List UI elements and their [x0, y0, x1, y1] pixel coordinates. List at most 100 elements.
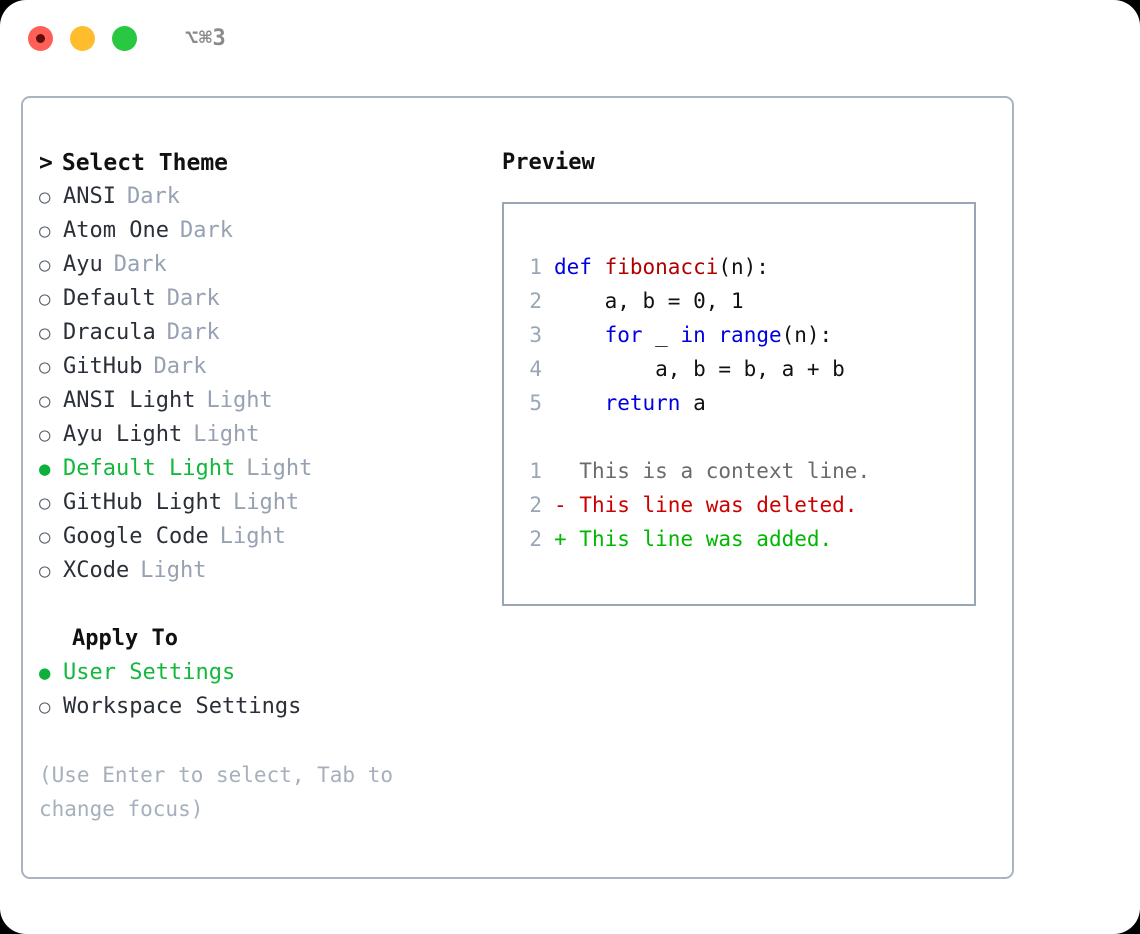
- theme-option-label: Atom One: [63, 218, 169, 243]
- theme-variant-tag: Light: [140, 558, 207, 583]
- code-token: a: [680, 391, 706, 415]
- theme-variant-tag: Light: [193, 422, 260, 447]
- code-line: 3 for _ in range(n):: [518, 318, 974, 352]
- line-number: 2: [529, 527, 542, 551]
- apply-to-option-workspace-settings[interactable]: ○Workspace Settings: [39, 690, 499, 724]
- code-token: _: [642, 323, 681, 347]
- radio-unselected-icon: ○: [39, 186, 51, 208]
- diff-text: This line was deleted.: [566, 493, 858, 517]
- line-number: 3: [529, 323, 542, 347]
- theme-option-ayu-light[interactable]: ○ Ayu Light Light: [39, 418, 499, 452]
- close-button[interactable]: [28, 25, 53, 51]
- radio-unselected-icon: ○: [39, 560, 51, 582]
- minimize-button[interactable]: [70, 25, 95, 51]
- theme-option-ansi-light[interactable]: ○ ANSI Light Light: [39, 384, 499, 418]
- window-titlebar: ⌥⌘3: [0, 0, 1140, 76]
- theme-option-github[interactable]: ○ GitHub Dark: [39, 350, 499, 384]
- diff-text: This is a context line.: [566, 459, 871, 483]
- line-number: 4: [529, 357, 542, 381]
- radio-unselected-icon: ○: [39, 390, 51, 412]
- theme-variant-tag: Dark: [179, 218, 233, 243]
- diff-sample: 1 This is a context line.2- This line wa…: [518, 454, 974, 556]
- titlebar-shortcut-label: ⌥⌘3: [185, 25, 227, 51]
- theme-option-label: ANSI Light: [63, 388, 196, 413]
- theme-option-label: Ayu: [63, 252, 103, 277]
- code-token: range: [718, 323, 782, 347]
- theme-variant-tag: Light: [219, 524, 286, 549]
- theme-option-default[interactable]: ○ Default Dark: [39, 282, 499, 316]
- radio-selected-icon: ●: [39, 458, 51, 480]
- code-token: a, b = b, a + b: [554, 357, 845, 381]
- line-number: 1: [529, 255, 542, 279]
- code-line: 1 def fibonacci(n):: [518, 250, 974, 284]
- theme-option-xcode[interactable]: ○ XCode Light: [39, 554, 499, 588]
- theme-variant-tag: Dark: [153, 354, 207, 379]
- radio-unselected-icon: ○: [39, 424, 51, 446]
- code-token: (n):: [718, 255, 769, 279]
- code-token: [554, 391, 605, 415]
- theme-option-label: Dracula: [63, 320, 156, 345]
- diff-marker: +: [554, 527, 567, 551]
- code-token: a, b = 0, 1: [554, 289, 744, 313]
- diff-line: 2+ This line was added.: [518, 522, 974, 556]
- theme-option-dracula[interactable]: ○ Dracula Dark: [39, 316, 499, 350]
- select-theme-label: Select Theme: [61, 150, 229, 176]
- code-line: 4 a, b = b, a + b: [518, 352, 974, 386]
- code-token: for: [604, 323, 643, 347]
- theme-option-label: Default: [63, 286, 156, 311]
- theme-option-ayu[interactable]: ○ Ayu Dark: [39, 248, 499, 282]
- preview-label: Preview: [502, 150, 595, 175]
- code-token: (n):: [781, 323, 833, 347]
- theme-option-label: GitHub: [63, 354, 143, 379]
- theme-variant-tag: Dark: [166, 320, 220, 345]
- apply-to-option-user-settings[interactable]: ● User Settings: [39, 656, 499, 690]
- radio-unselected-icon: ○: [39, 356, 51, 378]
- radio-selected-icon: ●: [39, 662, 51, 684]
- code-token: in: [680, 323, 706, 347]
- diff-line: 2- This line was deleted.: [518, 488, 974, 522]
- theme-variant-tag: Dark: [166, 286, 220, 311]
- code-line: 5 return a: [518, 386, 974, 420]
- theme-option-google-code[interactable]: ○ Google Code Light: [39, 520, 499, 554]
- theme-variant-tag: Light: [206, 388, 273, 413]
- theme-option-label: Google Code: [63, 524, 209, 549]
- theme-variant-tag: Light: [232, 490, 300, 515]
- code-token: fibonacci: [604, 255, 719, 279]
- preview-gap: [518, 420, 974, 454]
- apply-to-option-label: Workspace Settings: [63, 694, 302, 719]
- apply-to-option-label: User Settings: [63, 660, 236, 685]
- theme-option-label: GitHub Light: [63, 490, 222, 515]
- line-number: 1: [529, 459, 542, 483]
- apply-to-header: Apply To: [72, 626, 178, 651]
- code-token: return: [604, 391, 681, 415]
- theme-option-label: Default Light: [63, 456, 236, 481]
- apply-to-list: ● User Settings ○Workspace Settings: [39, 656, 499, 724]
- theme-variant-tag: Dark: [113, 252, 167, 277]
- list-spacer: [39, 588, 499, 622]
- theme-option-label: XCode: [63, 558, 130, 583]
- theme-variant-tag: Dark: [126, 184, 180, 209]
- diff-marker: [554, 459, 567, 483]
- radio-unselected-icon: ○: [39, 322, 51, 344]
- maximize-button[interactable]: [112, 25, 137, 51]
- select-theme-header: > Select Theme: [39, 146, 499, 180]
- radio-unselected-icon: ○: [39, 526, 51, 548]
- radio-unselected-icon: ○: [39, 288, 51, 310]
- diff-line: 1 This is a context line.: [518, 454, 974, 488]
- radio-unselected-icon: ○: [39, 254, 51, 276]
- theme-option-label: Ayu Light: [63, 422, 183, 447]
- code-token: def: [554, 255, 605, 279]
- code-line: 2 a, b = 0, 1: [518, 284, 974, 318]
- line-number: 5: [529, 391, 542, 415]
- traffic-lights: [28, 25, 137, 51]
